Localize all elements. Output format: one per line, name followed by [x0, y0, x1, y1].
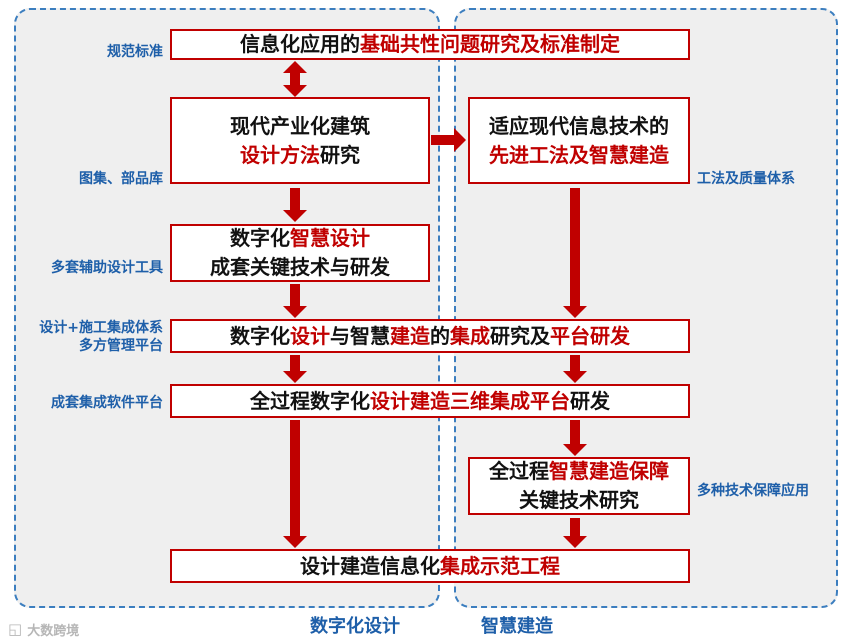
- arrow-down-integration-to-platform-left: [283, 355, 307, 383]
- text-segment: 数字化: [230, 226, 290, 250]
- arrow-body: [570, 420, 580, 444]
- side-label-tech-guarantee: 多种技术保障应用: [697, 483, 809, 499]
- footer-label-smart-construction: 智慧建造: [481, 616, 553, 637]
- box-integration-research: 数字化设计与智慧建造的集成研究及平台研发: [170, 319, 690, 353]
- text-segment: 智慧建造保障: [549, 459, 669, 483]
- text-segment: 集成: [450, 323, 490, 348]
- watermark: ◱ 大数跨境: [8, 620, 80, 640]
- text-segment: 先进工法及智慧建造: [489, 142, 669, 167]
- watermark-text: 大数跨境: [27, 624, 80, 639]
- box-smart-design-tech: 数字化智慧设计 成套关键技术与研发: [170, 224, 430, 282]
- text-segment: 设计方法: [240, 142, 320, 167]
- arrow-down-integration-to-platform-right: [563, 355, 587, 383]
- arrow-body: [290, 73, 300, 85]
- text-segment: 平台研发: [550, 323, 630, 348]
- box-construction-guarantee: 全过程智慧建造保障 关键技术研究: [468, 457, 690, 515]
- side-label-management-platform: 多方管理平台: [79, 338, 163, 354]
- box-line: 适应现代信息技术的: [489, 112, 669, 141]
- arrow-body: [290, 355, 300, 371]
- arrow-body: [290, 188, 300, 210]
- text-segment: 现代产业化建筑: [230, 113, 370, 138]
- box-integrated-platform: 全过程数字化设计建造三维集成平台研发: [170, 384, 690, 418]
- arrow-body: [290, 420, 300, 536]
- text-segment: 数字化: [230, 323, 290, 348]
- watermark-logo-icon: ◱: [8, 620, 23, 638]
- text-segment: 的: [430, 323, 450, 348]
- text-segment: 成套关键技术与研发: [210, 255, 390, 279]
- arrow-bidirectional-standards-design: [283, 61, 307, 97]
- text-segment: 与智慧: [330, 323, 390, 348]
- arrow-down-guarantee-to-demo: [563, 518, 587, 548]
- box-line: 全过程数字化设计建造三维集成平台研发: [250, 387, 610, 416]
- arrow-body: [570, 355, 580, 371]
- box-line: 信息化应用的基础共性问题研究及标准制定: [240, 30, 620, 59]
- arrow-body: [570, 188, 580, 306]
- text-segment: 设计建造信息化: [300, 553, 440, 578]
- footer-label-digital-design: 数字化设计: [310, 616, 400, 637]
- text-segment: 适应现代信息技术的: [489, 113, 669, 138]
- side-label-integration-system: 设计+施工集成体系: [39, 320, 163, 336]
- text-segment: 建造: [390, 323, 430, 348]
- box-line: 现代产业化建筑: [230, 112, 370, 141]
- arrow-right-design-to-methods: [431, 128, 466, 152]
- text-segment: 设计建造三维集成平台: [370, 388, 570, 413]
- text-segment: 全过程: [489, 459, 549, 483]
- box-line: 设计方法研究: [240, 141, 360, 170]
- side-label-software-platform: 成套集成软件平台: [51, 395, 163, 411]
- arrow-body: [290, 284, 300, 306]
- box-line: 全过程智慧建造保障: [489, 457, 669, 486]
- text-segment: 设计: [290, 323, 330, 348]
- text-segment: 信息化应用的: [240, 32, 360, 56]
- text-segment: 全过程数字化: [250, 388, 370, 413]
- box-line: 关键技术研究: [519, 486, 639, 515]
- arrow-down-design-to-smartdesign: [283, 188, 307, 222]
- arrow-down-methods-to-integration: [563, 188, 587, 318]
- text-segment: 关键技术研究: [519, 488, 639, 512]
- box-line: 先进工法及智慧建造: [489, 141, 669, 170]
- box-line: 数字化设计与智慧建造的集成研究及平台研发: [230, 322, 630, 351]
- arrow-body: [431, 135, 454, 145]
- arrow-down-platform-to-guarantee: [563, 420, 587, 456]
- box-demonstration: 设计建造信息化集成示范工程: [170, 549, 690, 583]
- side-label-standards: 规范标准: [107, 44, 163, 60]
- side-label-design-tools: 多套辅助设计工具: [51, 260, 163, 276]
- text-segment: 研究: [320, 142, 360, 167]
- text-segment: 研发: [570, 388, 610, 413]
- text-segment: 智慧设计: [290, 226, 370, 250]
- text-segment: 集成示范工程: [440, 553, 560, 578]
- side-label-quality-system: 工法及质量体系: [697, 171, 795, 187]
- box-line: 成套关键技术与研发: [210, 253, 390, 282]
- box-standards: 信息化应用的基础共性问题研究及标准制定: [170, 29, 690, 60]
- box-industrial-design: 现代产业化建筑 设计方法研究: [170, 97, 430, 184]
- text-segment: 研究及: [490, 323, 550, 348]
- box-line: 设计建造信息化集成示范工程: [300, 552, 560, 581]
- arrow-down-smartdesign-to-integration: [283, 284, 307, 318]
- text-segment: 基础共性问题研究及标准制定: [360, 32, 620, 56]
- arrow-down-platform-to-demo: [283, 420, 307, 548]
- box-line: 数字化智慧设计: [230, 224, 370, 253]
- box-advanced-methods: 适应现代信息技术的 先进工法及智慧建造: [468, 97, 690, 184]
- side-label-atlas: 图集、部品库: [79, 171, 163, 187]
- arrow-body: [570, 518, 580, 536]
